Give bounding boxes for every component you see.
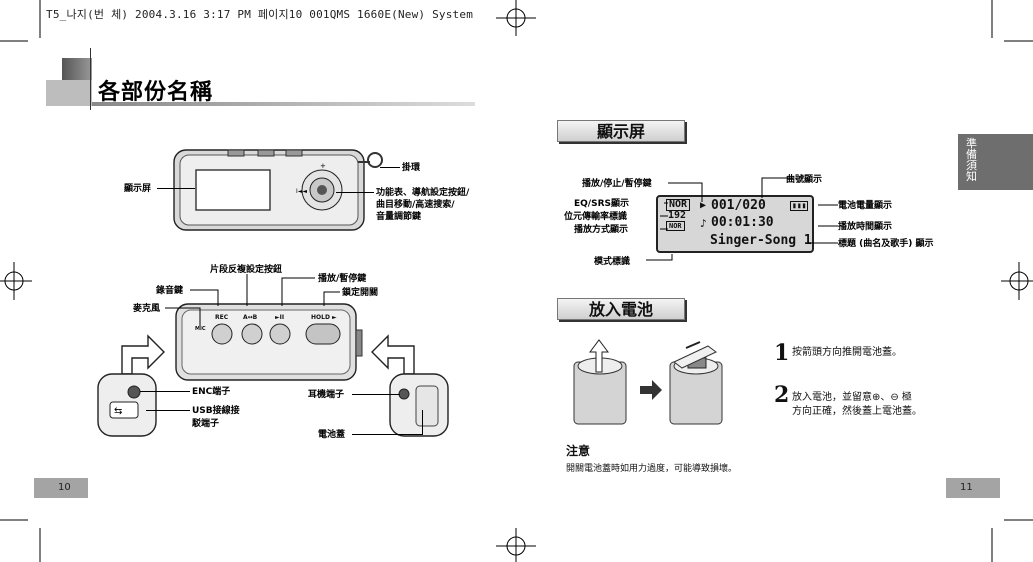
callout-menu-2: 曲目移動/高速搜索/	[376, 200, 455, 210]
title-decoration-block	[46, 80, 92, 106]
note-text: 開關電池蓋時如用力過度，可能導致損壞。	[566, 464, 738, 474]
callout-ab-repeat: 片段反複設定按鈕	[210, 265, 283, 275]
step-1-number: 1	[774, 340, 790, 366]
lcd-time: 00:01:30	[711, 215, 774, 230]
leader-line	[352, 394, 400, 395]
step-2-text-2: 方向正確，然後蓋上電池蓋。	[792, 406, 922, 417]
label-title-display: 標題 (曲名及歌手) 顯示	[838, 239, 934, 249]
svg-text:+: +	[320, 162, 326, 170]
callout-usb-2: 駁端子	[192, 419, 220, 429]
callout-mic: 麥克風	[133, 304, 161, 314]
svg-text:⇆: ⇆	[114, 406, 122, 417]
svg-text:I◄◄: I◄◄	[296, 188, 307, 195]
label-eq-srs: EQ/SRS顯示	[574, 199, 629, 209]
leader-line	[146, 410, 190, 411]
leader-line	[352, 434, 422, 435]
label-play-mode: 播放方式顯示	[574, 225, 629, 235]
step-2-number: 2	[774, 382, 790, 408]
title-underline	[92, 102, 475, 106]
device-front-view	[175, 303, 363, 381]
lcd-note-icon: ♪	[700, 217, 707, 230]
front-leader-lines	[165, 274, 340, 326]
leader-line	[336, 192, 374, 193]
side-tab: 準 備 須 知	[958, 134, 1033, 190]
callout-usb-1: USB接線接	[192, 406, 240, 416]
callout-menu-3: 音量調節鍵	[376, 212, 422, 222]
leader-line	[140, 391, 190, 392]
label-play-time: 播放時間顯示	[838, 222, 893, 232]
side-tab-char: 準	[966, 137, 977, 150]
lcd-track: 001/020	[711, 198, 766, 213]
note-title: 注意	[566, 444, 591, 458]
right-page-number: 11	[946, 478, 1000, 498]
callout-menu-1: 功能表、導航設定按鈕/	[376, 188, 470, 198]
side-tab-char: 知	[966, 170, 977, 183]
side-tab-char: 須	[966, 159, 977, 172]
callout-enc-port: ENC端子	[192, 387, 231, 397]
callout-battery-cover: 電池蓋	[318, 430, 346, 440]
lcd-eq: NOR	[666, 199, 691, 211]
device-mark-play: ►II	[275, 314, 285, 321]
left-page-number: 10	[34, 478, 88, 498]
callout-display: 顯示屏	[124, 184, 152, 194]
device-top-view: + I◄◄	[173, 149, 383, 231]
label-play-stop: 播放/停止/暫停鍵	[582, 179, 652, 189]
battery-section-title: 放入電池	[557, 298, 685, 320]
device-mark-hold: HOLD ►	[311, 314, 337, 321]
step-1-text: 按箭頭方向推開電池蓋。	[792, 347, 902, 358]
left-arrow-shape	[121, 334, 165, 375]
side-tab-char: 備	[966, 148, 977, 161]
right-arrow-shape	[371, 334, 415, 375]
page-title: 各部份名稱	[98, 80, 214, 105]
callout-hold: 鎖定開關	[342, 288, 379, 298]
device-mark-mic: MIC	[195, 326, 206, 332]
print-header: T5_나지(번 체) 2004.3.16 3:17 PM 페이지10 001QM…	[46, 8, 474, 21]
lcd-mode: NOR	[666, 221, 685, 231]
battery-illustration	[573, 339, 723, 425]
callout-earphone: 耳機端子	[308, 390, 345, 400]
title-vertical-line	[90, 48, 91, 110]
step-2-text-1: 放入電池，並留意⊕、⊖ 極	[792, 392, 912, 403]
lcd-bitrate: 192	[668, 210, 687, 221]
lcd-battery-icon: ▮▮▮	[790, 201, 809, 211]
label-battery-level: 電池電量顯示	[838, 201, 893, 211]
callout-strap: 掛環	[402, 163, 421, 173]
device-right-end	[389, 373, 449, 437]
callout-play-pause: 播放/暫停鍵	[318, 274, 367, 284]
leader-line	[422, 410, 423, 435]
device-mark-ab: A↔B	[243, 314, 258, 321]
device-left-end: ⇆	[97, 373, 157, 437]
lcd-play-indicator: ▶	[700, 200, 707, 211]
label-bitrate: 位元傳輸率標識	[564, 212, 628, 222]
label-track-no: 曲號顯示	[786, 175, 823, 185]
display-leader-lines	[646, 177, 838, 261]
callout-record: 錄音鍵	[156, 286, 184, 296]
lcd-display: NOR 192 NOR ▶ 001/020 ▮▮▮ ♪ 00:01:30 Sin…	[656, 195, 814, 253]
lcd-song: Singer-Song 1	[710, 233, 812, 248]
device-mark-rec: REC	[215, 314, 229, 321]
leader-line	[157, 188, 195, 189]
leader-line	[380, 167, 400, 168]
label-mode-icon: 模式標識	[594, 257, 631, 267]
display-section-title: 顯示屏	[557, 120, 685, 142]
